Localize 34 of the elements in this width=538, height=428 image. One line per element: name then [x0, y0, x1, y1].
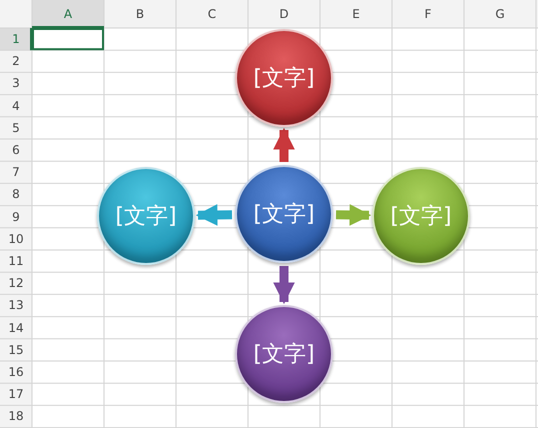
- row-header: 5: [11, 120, 21, 137]
- row-header: 14: [7, 320, 25, 337]
- row-header: 18: [7, 408, 25, 426]
- node-label: [文字]: [253, 201, 315, 229]
- row-header: 12: [7, 275, 25, 292]
- column-header: D: [278, 6, 290, 23]
- block-arrow: [273, 266, 295, 304]
- row-header: 10: [7, 230, 25, 248]
- row-header: 8: [11, 186, 21, 204]
- row-header: 6: [11, 142, 21, 160]
- row-header: 9: [11, 208, 21, 226]
- column-header: C: [206, 6, 218, 23]
- row-header: 7: [11, 164, 21, 182]
- row-header: 13: [7, 297, 25, 314]
- row-header: 16: [7, 364, 25, 382]
- column-header: G: [494, 6, 506, 23]
- node-label: [文字]: [253, 341, 315, 369]
- block-arrow: [336, 204, 372, 226]
- row-header: 15: [7, 342, 25, 359]
- column-header: F: [424, 6, 432, 23]
- node-label: [文字]: [115, 203, 177, 231]
- column-header: E: [351, 6, 361, 23]
- column-header: B: [134, 6, 146, 23]
- row-header: 17: [7, 386, 25, 404]
- row-header: 4: [11, 98, 21, 115]
- block-arrow: [273, 128, 295, 162]
- row-header: 1: [11, 31, 21, 48]
- node-label: [文字]: [390, 203, 452, 231]
- node-label: [文字]: [253, 65, 315, 93]
- row-header: 11: [7, 253, 25, 270]
- row-header: 2: [11, 53, 21, 70]
- row-header: 3: [11, 75, 21, 92]
- block-arrow: [196, 204, 232, 226]
- column-header: A: [62, 6, 74, 23]
